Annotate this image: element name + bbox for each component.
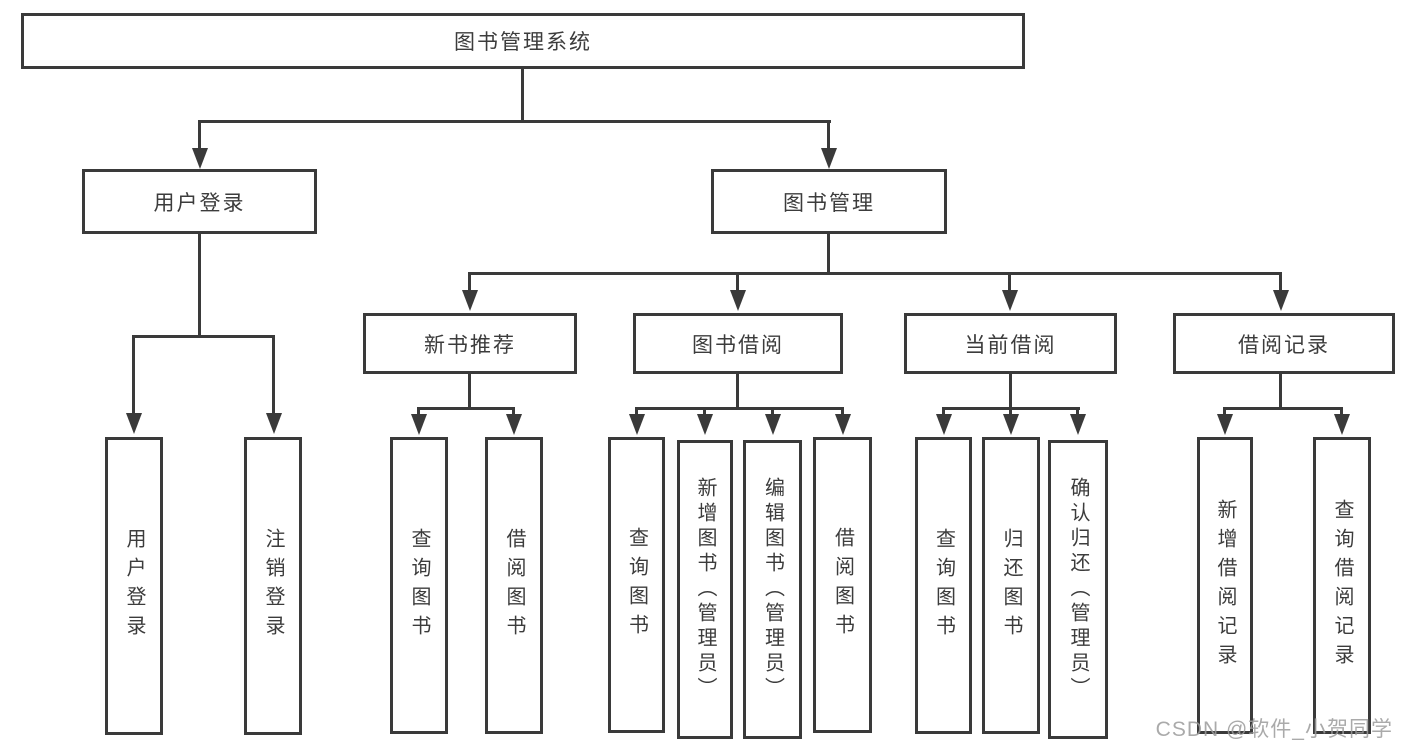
csdn-watermark: CSDN @软件_小贺同学 — [1155, 718, 1393, 741]
arrowhead-down-icon — [1217, 414, 1233, 435]
leaf-query-borrow-record: 查询借阅记录 — [1313, 437, 1371, 734]
leaf-label: 确认归还（管理员） — [1067, 477, 1089, 702]
connector-drop — [468, 272, 471, 290]
node-new-book-recommend: 新书推荐 — [363, 313, 577, 374]
arrowhead-down-icon — [1003, 414, 1019, 435]
connector-drop — [771, 407, 774, 415]
node-label: 图书管理 — [783, 191, 875, 215]
arrowhead-down-icon — [835, 414, 851, 435]
leaf-logout: 注销登录 — [244, 437, 302, 735]
node-label: 当前借阅 — [964, 333, 1057, 357]
connector-book-borrow-rail — [635, 407, 844, 410]
connector-borrow-records-rail — [1223, 407, 1343, 410]
leaf-query-books-current: 查询图书 — [915, 437, 972, 734]
connector-drop — [841, 407, 844, 415]
node-book-borrow: 图书借阅 — [633, 313, 843, 374]
connector-drop — [1009, 407, 1012, 415]
connector-drop — [1008, 272, 1011, 290]
leaf-label: 归还图书 — [1000, 527, 1022, 644]
leaf-label: 查询图书 — [932, 527, 955, 644]
arrowhead-down-icon — [629, 414, 645, 435]
leaf-label: 借阅图书 — [831, 527, 854, 643]
connector-new-book-rail — [417, 407, 515, 410]
node-label: 新书推荐 — [424, 333, 516, 357]
node-current-borrow: 当前借阅 — [904, 313, 1117, 374]
leaf-label: 编辑图书（管理员） — [761, 477, 784, 702]
arrowhead-down-icon — [1273, 290, 1289, 311]
leaf-query-books-borrow: 查询图书 — [608, 437, 665, 733]
leaf-query-books-recommend: 查询图书 — [390, 437, 448, 734]
connector-drop — [827, 120, 830, 148]
connector-book-borrow-stem — [736, 374, 739, 407]
arrowhead-down-icon — [936, 414, 952, 435]
node-label: 图书管理系统 — [454, 31, 592, 54]
leaf-label: 用户登录 — [123, 528, 145, 644]
connector-drop — [417, 407, 420, 415]
connector-root-stem — [521, 69, 524, 120]
connector-book-management-rail — [468, 272, 1282, 275]
leaf-confirm-return-admin: 确认归还（管理员） — [1048, 440, 1108, 739]
node-library-management-system: 图书管理系统 — [21, 13, 1025, 69]
connector-drop — [703, 407, 706, 415]
leaf-add-borrow-record: 新增借阅记录 — [1197, 437, 1253, 734]
connector-drop — [512, 407, 515, 415]
connector-drop — [635, 407, 638, 415]
arrowhead-down-icon — [126, 413, 142, 434]
arrowhead-down-icon — [506, 414, 522, 435]
connector-drop — [132, 335, 135, 413]
connector-borrow-records-stem — [1279, 374, 1282, 407]
connector-new-book-stem — [468, 374, 471, 407]
node-label: 用户登录 — [153, 191, 246, 215]
arrowhead-down-icon — [266, 413, 282, 434]
leaf-label: 查询图书 — [408, 527, 430, 644]
connector-book-management-stem — [827, 234, 830, 272]
node-user-login: 用户登录 — [82, 169, 317, 234]
arrowhead-down-icon — [765, 414, 781, 435]
arrowhead-down-icon — [730, 290, 746, 311]
leaf-edit-book-admin: 编辑图书（管理员） — [743, 440, 802, 739]
connector-drop — [198, 120, 201, 148]
leaf-label: 查询借阅记录 — [1331, 498, 1353, 673]
leaf-add-book-admin: 新增图书（管理员） — [677, 440, 733, 739]
leaf-label: 查询图书 — [625, 527, 648, 643]
leaf-label: 新增借阅记录 — [1214, 498, 1236, 673]
arrowhead-down-icon — [697, 414, 713, 435]
connector-user-login-stem — [198, 234, 201, 335]
node-book-management: 图书管理 — [711, 169, 947, 234]
arrowhead-down-icon — [1002, 290, 1018, 311]
connector-current-borrow-stem — [1009, 374, 1012, 407]
leaf-return-books: 归还图书 — [982, 437, 1040, 734]
node-label: 借阅记录 — [1238, 333, 1330, 357]
connector-drop — [1223, 407, 1226, 415]
arrowhead-down-icon — [821, 148, 837, 169]
leaf-label: 借阅图书 — [503, 527, 525, 644]
leaf-borrow-books-recommend: 借阅图书 — [485, 437, 543, 734]
arrowhead-down-icon — [192, 148, 208, 169]
connector-drop — [1279, 272, 1282, 290]
arrowhead-down-icon — [462, 290, 478, 311]
leaf-user-login: 用户登录 — [105, 437, 163, 735]
connector-user-login-rail — [132, 335, 275, 338]
leaf-label: 注销登录 — [262, 528, 284, 644]
arrowhead-down-icon — [1070, 414, 1086, 435]
connector-root-rail — [198, 120, 831, 123]
connector-drop — [1340, 407, 1343, 415]
connector-drop — [736, 272, 739, 290]
connector-drop — [942, 407, 945, 415]
arrowhead-down-icon — [1334, 414, 1350, 435]
arrowhead-down-icon — [411, 414, 427, 435]
connector-drop — [1076, 407, 1079, 415]
node-label: 图书借阅 — [692, 333, 784, 357]
leaf-label: 新增图书（管理员） — [694, 477, 716, 702]
connector-drop — [272, 335, 275, 413]
node-borrow-records: 借阅记录 — [1173, 313, 1395, 374]
leaf-borrow-books: 借阅图书 — [813, 437, 872, 733]
